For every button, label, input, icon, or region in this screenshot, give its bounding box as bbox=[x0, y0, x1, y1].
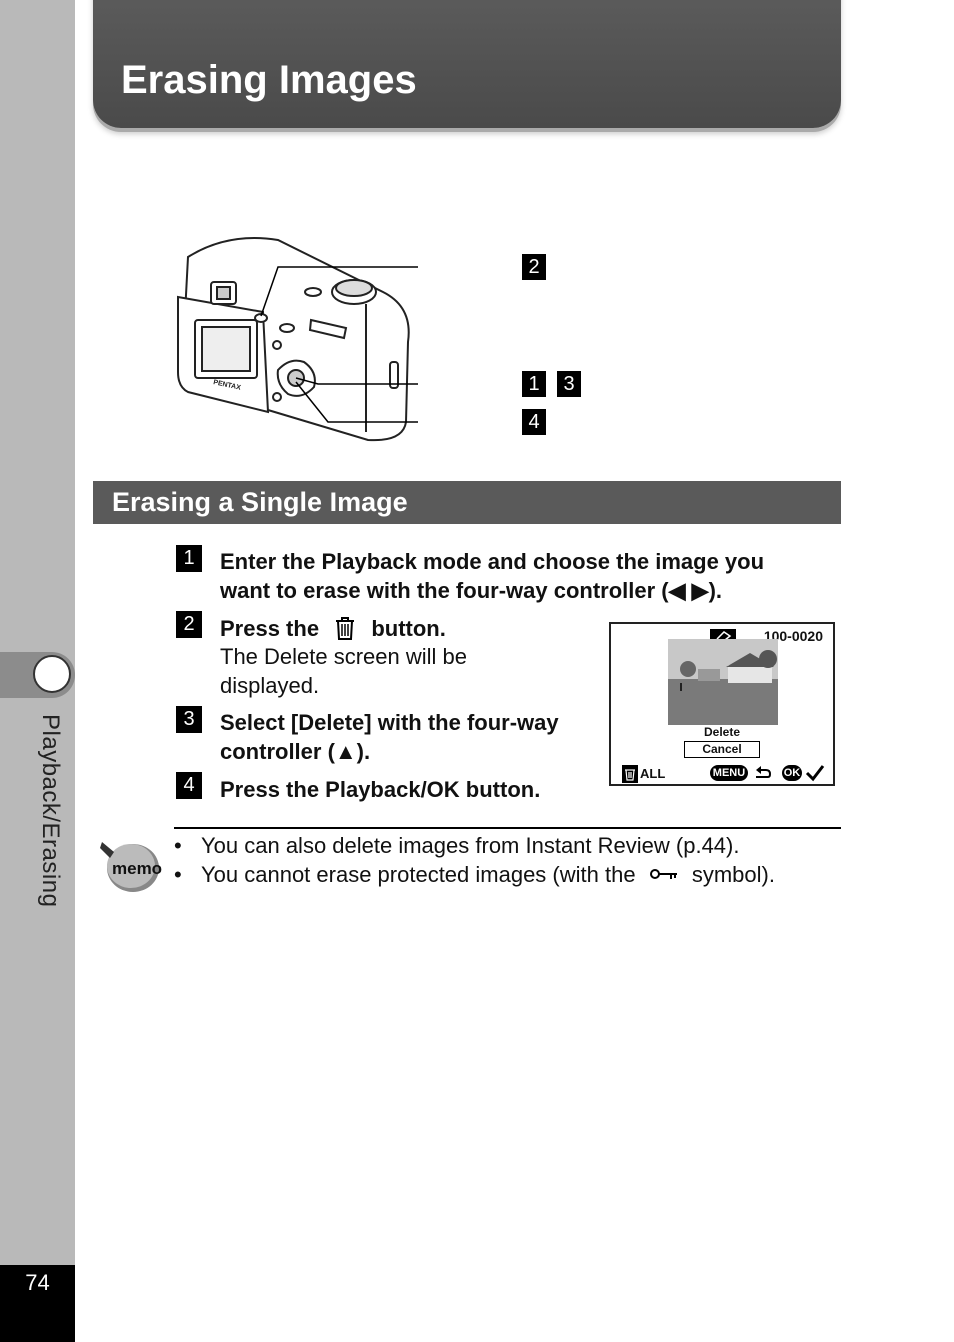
sidebar-section-label: Playback/Erasing bbox=[37, 714, 64, 908]
step-4-text: Press the Playback/OK button. bbox=[220, 777, 541, 802]
protect-key-icon bbox=[649, 869, 677, 879]
memo-item-1-text: You can also delete images from Instant … bbox=[201, 833, 740, 858]
trash-icon bbox=[336, 617, 355, 640]
step-number-2: 2 bbox=[176, 611, 202, 638]
callout-3: 3 bbox=[557, 371, 581, 397]
step-1-line-1: Enter the Playback mode and choose the i… bbox=[220, 549, 765, 574]
delete-screen-display: 100-0020 Delete Cancel ALL MENU OK bbox=[609, 622, 835, 786]
memo-divider bbox=[174, 827, 841, 829]
memo-item-1: • You can also delete images from Instant… bbox=[174, 833, 739, 859]
step-3-text: Select [Delete] with the four-way contro… bbox=[220, 708, 559, 766]
step-2-text: Press the button. bbox=[220, 614, 446, 643]
delete-option[interactable]: Delete bbox=[703, 725, 741, 739]
cancel-option[interactable]: Cancel bbox=[684, 741, 760, 758]
file-number: 100-0020 bbox=[763, 628, 823, 644]
page-number: 74 bbox=[25, 1270, 50, 1295]
step-1-text: Enter the Playback mode and choose the i… bbox=[220, 547, 764, 605]
memo-item-2-post: symbol). bbox=[691, 862, 775, 887]
camera-illustration: PENTAX bbox=[177, 237, 418, 442]
step-number-3: 3 bbox=[176, 706, 202, 733]
return-arrow-icon bbox=[756, 766, 772, 778]
callout-2: 2 bbox=[522, 254, 546, 280]
page-number-box bbox=[0, 1265, 75, 1342]
preview-photo bbox=[668, 639, 778, 725]
step-number-4: 4 bbox=[176, 772, 202, 799]
step-3-line-1: Select [Delete] with the four-way bbox=[220, 710, 559, 735]
callout-1: 1 bbox=[522, 371, 546, 397]
callout-4: 4 bbox=[522, 409, 546, 435]
all-label: ALL bbox=[640, 766, 666, 781]
checkmark-icon bbox=[805, 765, 825, 782]
step-2-sub-line-1: The Delete screen will be bbox=[220, 644, 468, 669]
menu-button-icon: MENU bbox=[710, 765, 748, 781]
page-title: Erasing Images bbox=[121, 58, 417, 102]
landscape-photo-image bbox=[668, 639, 778, 725]
ok-button-icon: OK bbox=[782, 765, 802, 781]
memo-item-2: • You cannot erase protected images (with… bbox=[174, 862, 775, 888]
step-number-1: 1 bbox=[176, 545, 202, 572]
section-title: Erasing a Single Image bbox=[112, 487, 408, 517]
memo-label: memo bbox=[112, 859, 162, 878]
memo-item-2-pre: You cannot erase protected images (with … bbox=[201, 862, 636, 887]
step-1-line-2: want to erase with the four-way controll… bbox=[220, 578, 723, 603]
step-3-line-2: controller (▲). bbox=[220, 739, 371, 764]
bullet: • bbox=[174, 862, 182, 887]
section-bar bbox=[93, 481, 841, 524]
sidebar-circle-marker bbox=[33, 655, 71, 693]
bullet: • bbox=[174, 833, 182, 858]
memo-icon: memo bbox=[100, 842, 162, 892]
trash-all-icon bbox=[622, 765, 638, 783]
step-2-post: button. bbox=[371, 616, 446, 641]
step-2-description: The Delete screen will be displayed. bbox=[220, 642, 467, 700]
step-2-sub-line-2: displayed. bbox=[220, 673, 320, 698]
step-2-pre: Press the bbox=[220, 616, 320, 641]
title-banner bbox=[93, 0, 841, 128]
